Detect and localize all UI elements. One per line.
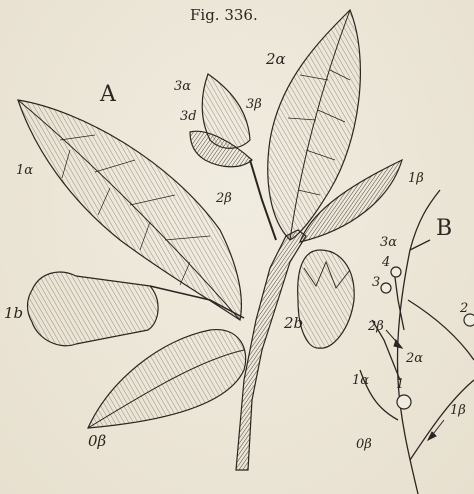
label-a-3d: 3d xyxy=(180,110,197,123)
label-b-1a: 1α xyxy=(352,374,369,387)
figure-caption: Fig. 336. xyxy=(190,8,258,23)
label-a-1b: 1β xyxy=(408,172,424,185)
label-b-3: 3 xyxy=(372,276,380,289)
label-a-2b-bud: 2b xyxy=(284,316,303,331)
panel-a-label: A xyxy=(100,84,116,106)
label-b-2a: 2α xyxy=(406,352,423,365)
circle-4 xyxy=(391,267,401,277)
label-b-2b: 2β xyxy=(368,320,384,333)
panel-b-label: B xyxy=(436,218,452,240)
circle-1 xyxy=(397,395,411,409)
label-a-3a: 3α xyxy=(174,80,191,93)
bud-2b xyxy=(298,250,354,348)
diagram-b xyxy=(360,190,474,494)
label-a-1a: 1α xyxy=(16,164,33,177)
label-b-4: 4 xyxy=(382,256,390,269)
circle-3 xyxy=(381,283,391,293)
label-a-1b-flower: 1b xyxy=(4,306,23,321)
label-b-1: 1 xyxy=(396,378,404,391)
label-a-2b-top: 2β xyxy=(216,192,232,205)
label-b-1b: 1β xyxy=(450,404,466,417)
label-b-3a: 3α xyxy=(380,236,397,249)
label-b-0b: 0β xyxy=(356,438,372,451)
label-b-2: 2 xyxy=(460,302,468,315)
label-a-3b: 3β xyxy=(246,98,262,111)
label-a-2a: 2α xyxy=(266,52,286,67)
label-a-0b: 0β xyxy=(88,434,106,449)
flower-1b xyxy=(28,272,159,346)
main-stem xyxy=(236,230,306,470)
